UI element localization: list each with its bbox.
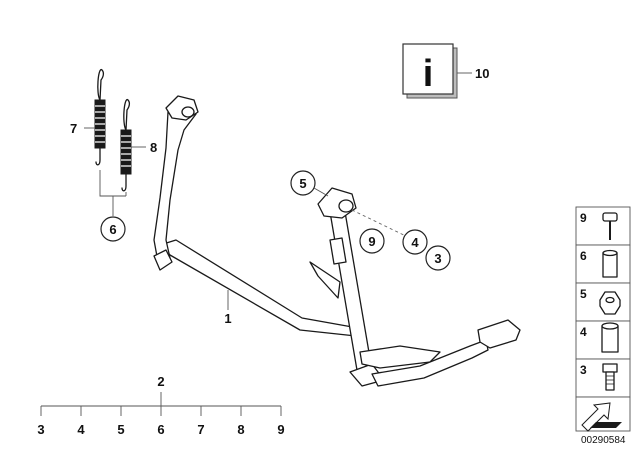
callout-1: 1 (224, 311, 231, 326)
info-glyph: i (423, 53, 434, 95)
part-label-4: 4 (580, 325, 587, 339)
info-icon: i (402, 43, 458, 99)
kit-item-8: 8 (237, 422, 244, 437)
part-label-6: 6 (580, 249, 587, 263)
callout-7: 7 (70, 121, 77, 136)
nut-icon (599, 291, 621, 315)
callout-circle-3 (425, 245, 451, 271)
kit-item-3: 3 (37, 422, 44, 437)
callout-circle-5 (290, 170, 316, 196)
spring-8 (120, 99, 132, 192)
diagram-id: 00290584 (581, 435, 626, 446)
part-label-9: 9 (580, 211, 587, 225)
callout-3: 3 (434, 251, 441, 266)
kit-number: 2 (157, 374, 164, 389)
part-cell-5 (575, 282, 631, 322)
part-label-5: 5 (580, 287, 587, 301)
callout-4: 4 (411, 235, 419, 250)
part-label-3: 3 (580, 363, 587, 377)
screw-icon (602, 363, 618, 391)
callout-6: 6 (109, 222, 116, 237)
kit-item-4: 4 (77, 422, 85, 437)
kit-item-5: 5 (117, 422, 124, 437)
parts-column: 9 6 5 4 3 (575, 206, 631, 432)
callout-circle-4 (402, 229, 428, 255)
kit-ticks (40, 406, 282, 416)
kit-item-6: 6 (157, 422, 164, 437)
callout-5: 5 (299, 176, 306, 191)
center-stand (153, 95, 521, 387)
pin-icon (602, 212, 618, 240)
spring-7 (94, 69, 106, 166)
callout-circle-6 (100, 216, 126, 242)
kit-item-9: 9 (277, 422, 284, 437)
sleeve-icon (602, 249, 618, 278)
callout-10: 10 (475, 66, 489, 81)
bushing-icon (601, 322, 619, 353)
callout-circle-9 (359, 228, 385, 254)
kit-item-7: 7 (197, 422, 204, 437)
arrow-icon (581, 402, 622, 432)
callout-9: 9 (368, 234, 375, 249)
callout-8: 8 (150, 140, 157, 155)
